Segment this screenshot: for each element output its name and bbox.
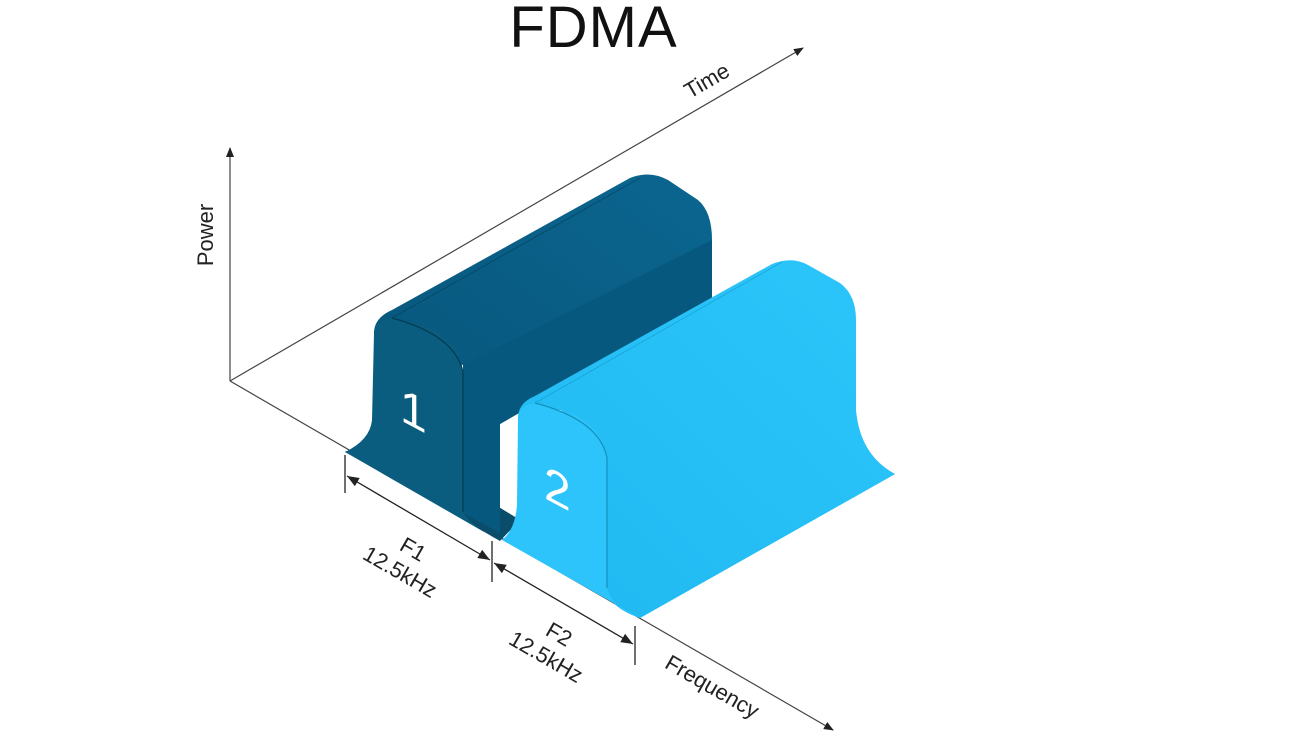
f2-dimension-line — [493, 562, 634, 645]
f1-dimension-line — [346, 475, 491, 561]
diagram-title: FDMA — [509, 0, 678, 60]
time-axis — [229, 47, 804, 382]
channel-2-top-edge — [534, 261, 783, 404]
channel-1-side — [463, 240, 712, 533]
bandwidth-dimensions — [344, 455, 636, 665]
channel-2-edge — [534, 402, 608, 588]
channel-2-top — [518, 260, 895, 618]
power-axis-label: Power — [193, 203, 219, 267]
channel-1-edge — [391, 317, 464, 512]
channel-1-top-edge — [391, 177, 641, 319]
